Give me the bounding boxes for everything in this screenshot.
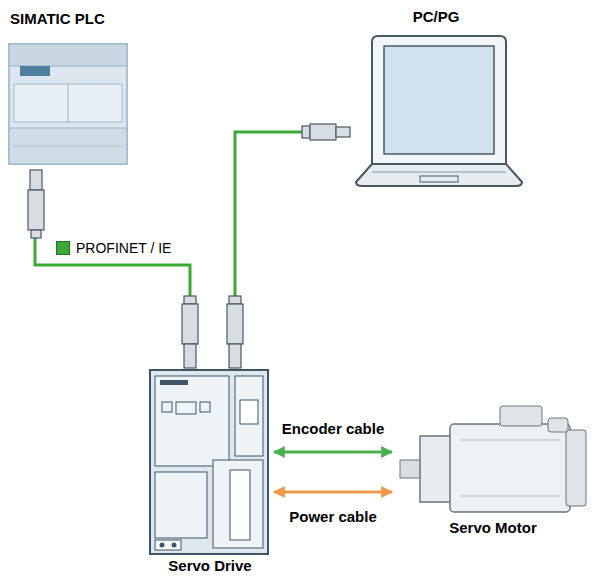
device-node: SIMATIC PLC xyxy=(6,8,132,170)
servo-motor-illustration xyxy=(400,406,586,512)
device-label: SIMATIC PLC xyxy=(10,10,105,27)
cable-connector xyxy=(274,451,392,454)
cable-label: Encoder cable xyxy=(279,420,388,437)
device-node: PC/PG xyxy=(350,6,522,190)
legend-swatch xyxy=(56,241,70,255)
plc-illustration xyxy=(9,44,127,164)
cable-connector xyxy=(235,132,350,368)
device-label: Servo Motor xyxy=(449,519,537,536)
servo-drive-illustration xyxy=(150,370,268,554)
plug-set xyxy=(28,124,350,368)
cable-connector xyxy=(274,491,392,494)
device-label: PC/PG xyxy=(413,8,460,25)
cable-connector xyxy=(35,170,190,368)
cable-label: Power cable xyxy=(286,508,380,525)
device-node: Servo Drive xyxy=(148,368,272,576)
legend-entry: PROFINET / IE xyxy=(56,240,171,256)
device-node: Servo Motor xyxy=(395,400,591,538)
laptop-illustration xyxy=(356,36,522,186)
legend-text: PROFINET / IE xyxy=(76,240,171,256)
device-label: Servo Drive xyxy=(168,557,251,574)
